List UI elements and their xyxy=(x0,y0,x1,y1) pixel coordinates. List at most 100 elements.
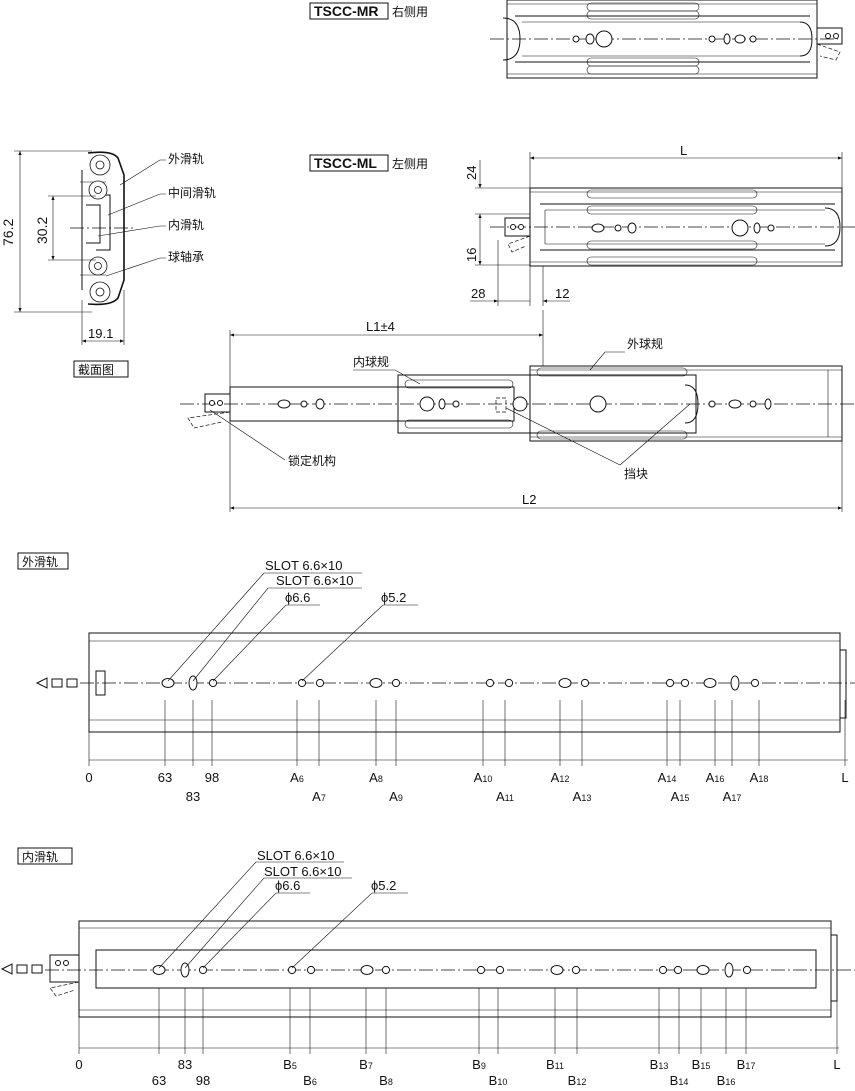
dimension-label: B12 xyxy=(568,1073,587,1088)
ml-dim-L: L xyxy=(680,143,687,158)
dimension-label: 83 xyxy=(178,1057,192,1072)
dimension-label: A9 xyxy=(389,789,403,804)
rail-hole xyxy=(571,965,581,975)
dimension-label: A14 xyxy=(658,770,677,785)
outer-callout-slot-2: SLOT 6.6×10 xyxy=(276,573,353,588)
rail-hole xyxy=(730,675,740,691)
rail-hole xyxy=(558,678,572,688)
mr-label: TSCC-MR xyxy=(314,3,379,19)
dimension-label: B5 xyxy=(283,1057,297,1072)
dim-L1: L1±4 xyxy=(366,319,395,334)
cross-section: 76.2 30.2 19.1 外滑轨 中间滑轨 内滑轨 球轴承 截面图 xyxy=(0,150,216,378)
dimension-label: B6 xyxy=(303,1073,317,1088)
rail-hole xyxy=(504,678,514,688)
ml-side-label: 左侧用 xyxy=(392,156,428,171)
inner-callout-d66: ϕ6.6 xyxy=(275,878,300,893)
dimension-label: A17 xyxy=(723,789,742,804)
dim-inner: 30.2 xyxy=(34,217,50,244)
rail-hole xyxy=(703,678,717,688)
dimension-label: 63 xyxy=(158,770,172,785)
dimension-label: 98 xyxy=(205,770,219,785)
rail-hole xyxy=(658,965,668,975)
dimension-label: A7 xyxy=(312,789,326,804)
dimension-label: A11 xyxy=(496,789,514,804)
rail-hole xyxy=(369,678,383,688)
inner-callout-d52: ϕ5.2 xyxy=(371,878,396,893)
ml-dim-28: 28 xyxy=(471,286,485,301)
dimension-label: A12 xyxy=(551,770,570,785)
ml-label: TSCC-ML xyxy=(314,155,377,171)
outer-rail-holes xyxy=(161,675,760,691)
ml-rail xyxy=(490,187,855,267)
mr-ball-row-top xyxy=(586,2,700,20)
inner-rail-title: 内滑轨 xyxy=(22,850,58,864)
dimension-label: A8 xyxy=(369,770,383,785)
dimension-label: B7 xyxy=(359,1057,373,1072)
dimension-label: A6 xyxy=(290,770,304,785)
ml-view: TSCC-ML 左侧用 L xyxy=(309,143,855,306)
label-lock: 锁定机构 xyxy=(288,453,336,468)
mr-ball-row-bottom xyxy=(586,57,700,75)
rail-hole xyxy=(306,965,316,975)
rail-hole xyxy=(188,675,198,691)
inner-rail-detail: 内滑轨 SLOT 6.6×10 SLOT 6.6×10 ϕ6.6 ϕ5.2 0 8… xyxy=(0,847,855,1088)
label-stopper: 挡块 xyxy=(624,467,648,481)
rail-hole xyxy=(750,678,760,688)
rail-hole xyxy=(297,678,307,688)
inner-rail-holes xyxy=(152,962,752,978)
dimension-label: A13 xyxy=(573,789,592,804)
label-outer-ball: 外球规 xyxy=(627,336,663,351)
label-ball-bearing: 球轴承 xyxy=(168,249,204,264)
inner-callout-slot-2: SLOT 6.6×10 xyxy=(264,864,341,879)
dimension-label: A10 xyxy=(474,770,493,785)
dimension-label: B15 xyxy=(692,1057,711,1072)
dimension-label: 0 xyxy=(75,1057,82,1072)
dimension-label: B10 xyxy=(489,1073,508,1088)
rail-hole xyxy=(360,965,374,975)
rail-hole xyxy=(287,965,297,975)
outer-rail-title: 外滑轨 xyxy=(22,555,58,569)
dimension-label: 0 xyxy=(85,770,92,785)
outer-callout-slot-1: SLOT 6.6×10 xyxy=(265,558,342,573)
dimension-label: B13 xyxy=(650,1057,669,1072)
outer-callout-d66: ϕ6.6 xyxy=(285,590,310,605)
rail-hole xyxy=(180,962,190,978)
dimension-label: B11 xyxy=(546,1057,564,1072)
dimension-label: L xyxy=(833,1057,840,1072)
dim-L2: L2 xyxy=(522,492,536,507)
dimension-label: B16 xyxy=(717,1073,736,1088)
dimension-label: B14 xyxy=(670,1073,689,1088)
inner-callout-slot-1: SLOT 6.6×10 xyxy=(257,848,334,863)
mr-side-label: 右侧用 xyxy=(392,4,428,19)
ml-dim-12: 12 xyxy=(555,286,569,301)
rail-hole xyxy=(476,965,486,975)
rail-hole xyxy=(161,678,175,688)
dimension-label: 83 xyxy=(186,789,200,804)
dimension-label: 98 xyxy=(196,1073,210,1088)
rail-hole xyxy=(680,678,690,688)
rail-hole xyxy=(485,678,495,688)
mr-rail xyxy=(490,0,843,79)
label-outer-rail: 外滑轨 xyxy=(168,152,204,166)
rail-hole xyxy=(742,965,752,975)
section-title: 截面图 xyxy=(78,363,114,377)
dimension-label: 63 xyxy=(152,1073,166,1088)
ml-dim-24: 24 xyxy=(464,166,479,180)
rail-hole xyxy=(315,678,325,688)
label-inner-ball: 内球规 xyxy=(353,354,389,369)
rail-hole xyxy=(580,678,590,688)
dimension-label: B9 xyxy=(472,1057,486,1072)
rail-hole xyxy=(208,678,218,688)
rail-hole xyxy=(381,965,391,975)
rail-hole xyxy=(198,965,208,975)
dimension-label: A15 xyxy=(671,789,690,804)
rail-hole xyxy=(696,965,710,975)
rail-hole xyxy=(724,962,734,978)
rail-hole xyxy=(673,965,683,975)
mr-view: TSCC-MR 右侧用 xyxy=(309,0,843,79)
dimension-label: B17 xyxy=(737,1057,756,1072)
rail-hole xyxy=(665,678,675,688)
